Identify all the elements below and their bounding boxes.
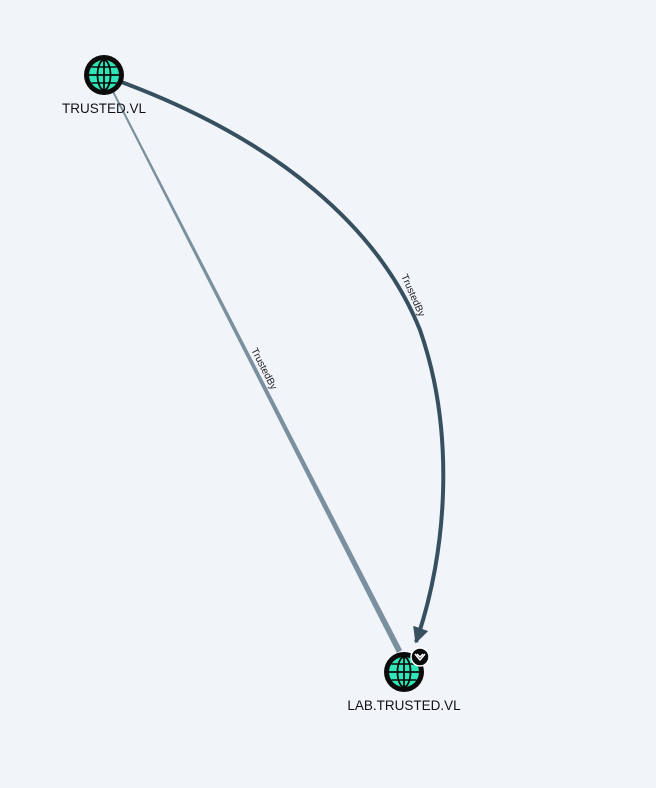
node-label-trusted-vl: TRUSTED.VL — [61, 101, 147, 116]
edge-line — [104, 74, 402, 653]
edge-trustedby-straight[interactable]: TrustedBy — [104, 74, 402, 653]
edge-trustedby-curved[interactable]: TrustedBy — [115, 78, 446, 644]
globe-icon — [84, 55, 124, 95]
node-trusted-vl[interactable] — [84, 55, 124, 95]
edge-line — [115, 78, 446, 644]
target-badge-icon — [410, 647, 430, 667]
node-label-lab-trusted-vl: LAB.TRUSTED.VL — [347, 698, 461, 713]
node-lab-trusted-vl[interactable] — [384, 647, 430, 692]
